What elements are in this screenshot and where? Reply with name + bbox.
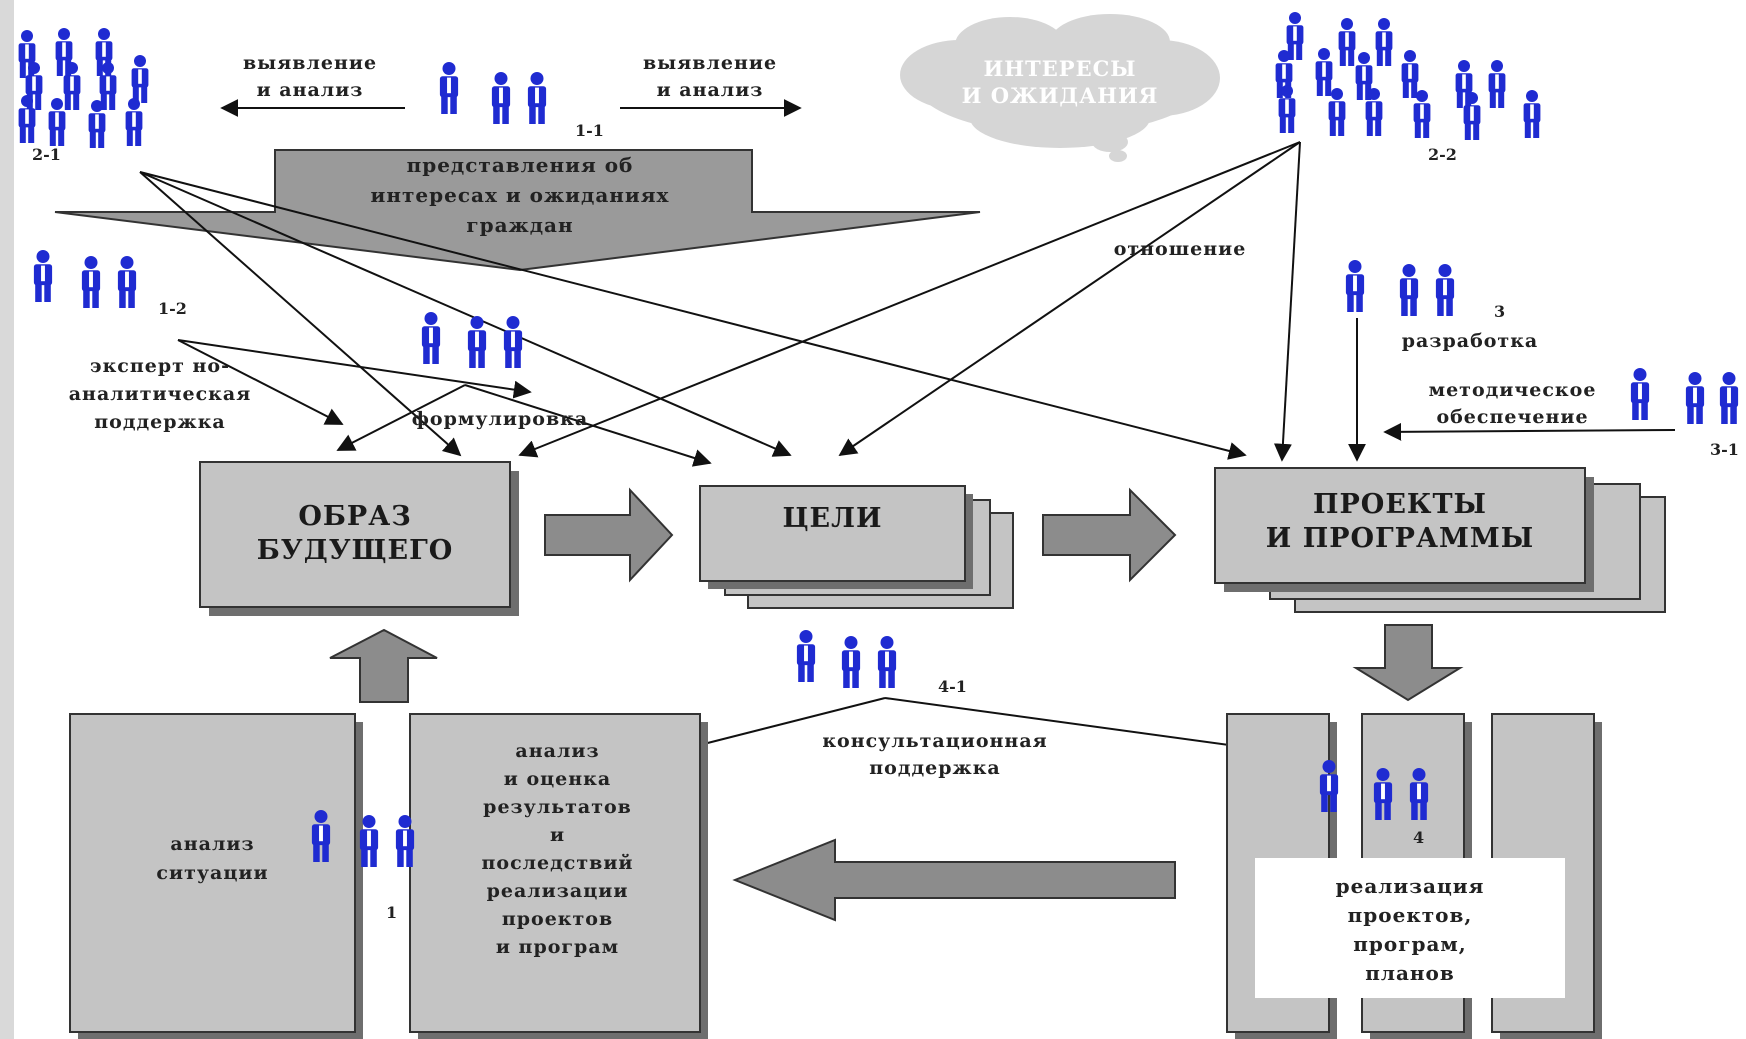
citizen-views-label: представления об интересах и ожиданиях г…	[300, 150, 740, 240]
situation-box-graphic	[69, 713, 363, 1039]
arrow-implementation-to-results	[732, 838, 1176, 922]
attitude-label: отношение	[1113, 238, 1247, 260]
left-edge-strip	[0, 0, 14, 1039]
identify-right-line-2: и анализ	[656, 79, 764, 101]
implementation-box: реализация проектов, програм, планов	[1255, 872, 1565, 988]
implementation-line-2: проектов,	[1347, 903, 1473, 927]
results-line-6: реализации	[486, 880, 629, 902]
situation-line-2: ситуации	[156, 862, 269, 884]
people-group-1-1	[439, 62, 547, 124]
citizen-views-arrow	[54, 149, 981, 272]
consulting-support-label: консультационная поддержка	[770, 728, 1100, 782]
code-4-1: 4-1	[938, 677, 967, 696]
expert-support-line-1: эксперт но-	[90, 355, 230, 377]
code-2-1: 2-1	[32, 145, 61, 164]
projects-line-2: И ПРОГРАММЫ	[1265, 523, 1535, 554]
arrow-analysis-up	[329, 628, 438, 703]
future-image-box-graphic	[199, 461, 519, 616]
results-box-graphic	[409, 713, 708, 1039]
identify-analysis-left-label: выявление и анализ	[210, 50, 410, 104]
situation-analysis-box: анализ ситуации	[90, 830, 335, 888]
people-group-3-1	[1630, 368, 1739, 424]
methodical-line-2: обеспечение	[1436, 406, 1589, 428]
interests-cloud	[900, 14, 1220, 162]
code-2-2: 2-2	[1428, 145, 1457, 164]
people-group-2-2	[1275, 12, 1541, 140]
people-group-formulation	[421, 312, 523, 368]
goals-box-graphic	[699, 485, 1014, 609]
results-line-4: и	[549, 824, 566, 846]
citizen-views-line-1: представления об	[406, 153, 634, 177]
implementation-line-4: планов	[1365, 961, 1455, 985]
consulting-line-1: консультационная	[822, 730, 1048, 752]
people-group-1-2	[33, 250, 137, 308]
interests-cloud-label: ИНТЕРЕСЫ И ОЖИДАНИЯ	[960, 55, 1160, 109]
citizen-views-line-3: граждан	[466, 213, 574, 237]
expert-support-label: эксперт но- аналитическая поддержка	[30, 352, 290, 436]
results-line-2: и оценка	[503, 768, 612, 790]
arrow-goals-to-projects	[1042, 487, 1177, 583]
results-line-1: анализ	[515, 740, 600, 762]
arrow-projects-down	[1352, 624, 1464, 702]
projects-line-1: ПРОЕКТЫ	[1313, 489, 1487, 520]
identify-left-line-1: выявление	[242, 52, 378, 74]
expert-support-line-3: поддержка	[94, 411, 226, 433]
expert-support-line-2: аналитическая	[68, 383, 252, 405]
code-1-1: 1-1	[575, 121, 604, 140]
results-line-5: последствий	[481, 852, 634, 874]
identify-right-line-1: выявление	[642, 52, 778, 74]
future-image-line-2: БУДУЩЕГО	[256, 535, 454, 566]
cloud-line-1: ИНТЕРЕСЫ	[983, 56, 1137, 81]
formulation-label: формулировка	[411, 408, 589, 430]
connector-lines	[139, 99, 1676, 759]
results-line-3: результатов	[483, 796, 632, 818]
future-image-line-1: ОБРАЗ	[298, 501, 412, 532]
consulting-line-2: поддержка	[869, 757, 1001, 779]
situation-line-1: анализ	[170, 833, 255, 855]
code-3-1: 3-1	[1710, 440, 1739, 459]
goals-box: ЦЕЛИ	[782, 503, 883, 534]
citizen-views-line-2: интересах и ожиданиях	[370, 183, 670, 207]
methodical-line-1: методическое	[1428, 379, 1597, 401]
code-1-2: 1-2	[158, 299, 187, 318]
implementation-line-3: програм,	[1353, 932, 1467, 956]
code-1: 1	[386, 903, 398, 922]
development-label: разработка	[1401, 330, 1539, 352]
code-3: 3	[1494, 302, 1506, 321]
people-group-4-1	[796, 630, 897, 688]
results-line-8: и програм	[495, 936, 620, 958]
cloud-line-2: И ОЖИДАНИЯ	[961, 83, 1159, 108]
identify-left-line-2: и анализ	[256, 79, 364, 101]
implementation-line-1: реализация	[1335, 874, 1485, 898]
code-4: 4	[1413, 828, 1425, 847]
projects-box: ПРОЕКТЫ И ПРОГРАММЫ	[1215, 488, 1585, 556]
results-line-7: проектов	[501, 908, 614, 930]
results-analysis-box: анализ и оценка результатов и последстви…	[425, 737, 690, 961]
identify-analysis-right-label: выявление и анализ	[610, 50, 810, 104]
methodical-support-label: методическое обеспечение	[1390, 377, 1635, 431]
people-group-2-1	[18, 28, 149, 148]
arrow-image-to-goals	[544, 487, 674, 583]
projects-box-graphic	[1214, 467, 1666, 613]
future-image-box: ОБРАЗ БУДУЩЕГО	[200, 500, 510, 568]
people-group-3	[1345, 260, 1455, 316]
